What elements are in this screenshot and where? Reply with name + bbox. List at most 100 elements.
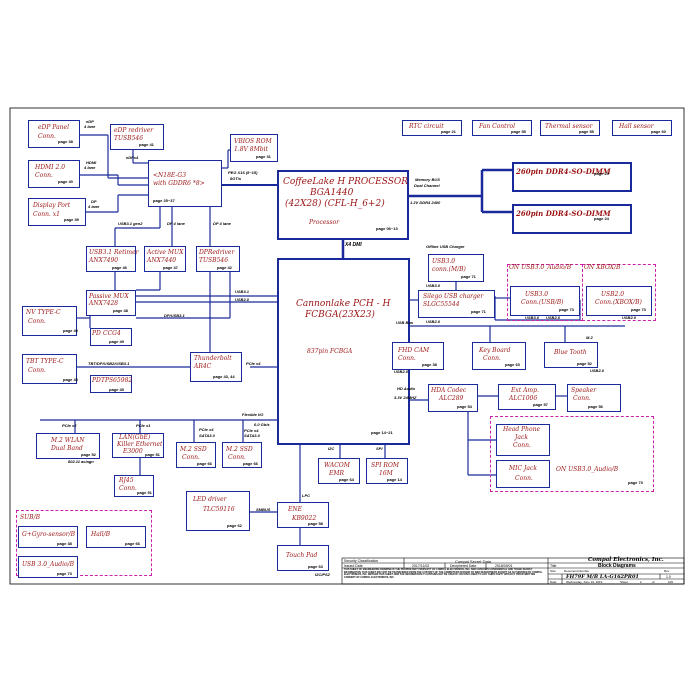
- usb30-audio-b-block: USB 3.0_Audio/B page 73: [18, 556, 78, 578]
- bluetooth-block: Blue Tooth page 52: [544, 342, 598, 368]
- hda-codec-title: HDA Codec: [431, 387, 467, 394]
- lan-sub: Killer Ethernet: [117, 441, 163, 448]
- usb30-conn-page: page 71: [461, 274, 476, 279]
- audio-b-dashed-area-2: [490, 416, 654, 492]
- ene-title: ENE: [288, 506, 303, 513]
- ssd2-sub: Conn.: [228, 454, 246, 461]
- m2-wlan-pcie: PCIe x2: [62, 423, 77, 428]
- ssd1-sub: Conn.: [182, 454, 200, 461]
- dp-conn-sub: Conn. x1: [33, 211, 60, 218]
- hdmi-conn-block: HDMI 2.0 Conn. page 40: [28, 160, 80, 188]
- key-board-block: Key Board Conn. page 63: [472, 342, 526, 370]
- ssd2-pcie: PCIe x4: [244, 428, 259, 433]
- headphone-sub2: Conn.: [513, 442, 531, 449]
- on-xbox-b-label: ON XBOX/B: [584, 264, 621, 271]
- thermal-page: page 55: [579, 129, 594, 134]
- pch-line1: Cannonlake PCH - H: [296, 299, 391, 309]
- tb-size-lbl: Size: [550, 569, 556, 573]
- rtc-title: RTC circuit: [409, 123, 444, 130]
- ccg4-title: CCG4: [103, 330, 121, 337]
- tb-notice: THIS SHEET OF ENGINEERING DRAWING IS THE…: [344, 568, 543, 579]
- usb31-retimer-sub: ANX7490: [89, 257, 119, 264]
- fhd-cam-title: FHD CAM: [398, 347, 430, 354]
- ssd2-page: page 66: [243, 461, 258, 466]
- edp-panel-block: eDP Panel Conn. page 38: [28, 120, 80, 148]
- speaker-sub: Conn.: [573, 395, 591, 402]
- dp-link-b: 4 lane: [88, 204, 100, 209]
- cpu-line1: CoffeeLake H PROCESSOR: [283, 177, 409, 187]
- passive-mux-sub: ANX7428: [89, 300, 119, 307]
- ssd1-page: page 66: [197, 461, 212, 466]
- tb-docnum-lbl: Document Number: [564, 569, 590, 573]
- usb20-tag-d: USB2.0: [394, 369, 409, 374]
- tps65982-block: PD TPS65982 page 45: [90, 375, 132, 393]
- speaker-title: Speaker: [571, 387, 597, 394]
- led-driver-page: page 62: [227, 523, 242, 528]
- usb30-audio-b-title: USB 3.0_Audio/B: [22, 561, 75, 568]
- hall-title: Hall sensor: [619, 123, 654, 130]
- tb-of-val: 106: [668, 580, 674, 584]
- edp-redriver-block: eDP redriver TUSB546 page 41: [110, 124, 164, 150]
- m2-wlan-title: M.2 WLAN: [51, 437, 85, 444]
- tb-deciphered-val: 2018/09/01: [495, 564, 513, 568]
- on-audio-b2-label: ON USB3.0_Audio/B: [556, 466, 619, 473]
- wacom-sub: EMR: [329, 470, 345, 477]
- spi-rom-sub: 16M: [379, 470, 393, 477]
- tb-company: Compal Electronics, Inc.: [588, 557, 664, 563]
- m2-wlan-block: M.2 WLAN Dual Band page 52: [36, 433, 100, 459]
- usb30-conn-title: USB3.0: [432, 258, 456, 265]
- mic-sub: Conn.: [515, 475, 533, 482]
- led-driver-block: LED driver TLC59116 page 62: [186, 491, 250, 531]
- hda-codec-page: page 54: [457, 404, 472, 409]
- edp-panel-title: eDP Panel: [38, 124, 69, 131]
- tb-deciphered: Deciphered Date: [450, 564, 477, 568]
- cpu-line2: BGA1440: [310, 188, 354, 198]
- gpu-block: <N18E-G3 with GDDR6 *8> page 25~37: [148, 160, 222, 207]
- ccg4-page: page 49: [109, 339, 124, 344]
- touchpad-title: Touch Pad: [286, 552, 318, 559]
- pch-line2: FCBGA(23X23): [305, 310, 375, 320]
- usb20-tag-b: USB2.0: [546, 315, 561, 320]
- nv-typec-title: NV TYPE-C: [26, 309, 61, 316]
- usb30-usbb-block: USB3.0 Conn.(USB/B) page 73: [510, 286, 580, 316]
- gpu-title: <N18E-G3: [153, 172, 187, 179]
- smbus-label: SMBUS: [256, 507, 271, 512]
- usb30-usbb-title: USB3.0: [525, 291, 549, 298]
- spi-rom-block: SPI ROM 16M page 14: [366, 458, 408, 484]
- dp-conn-page: page 39: [64, 217, 79, 222]
- usb20-tag-c: USB2.0: [622, 315, 637, 320]
- usb30-conn-block: USB3.0 conn.(M/B) page 71: [428, 254, 484, 282]
- nv-typec-sub: Conn.: [28, 318, 46, 325]
- dp-redriver-block: DPRedriver TUSB546 page 42: [196, 246, 240, 272]
- tb-sheet-val: 2: [640, 580, 642, 584]
- lan-page: page 51: [145, 452, 160, 457]
- wacom-block: WACOM EMR page 64: [318, 458, 360, 484]
- usb20-label: USB2.0: [235, 297, 250, 302]
- dp-4lane-a: DP 4 lane: [167, 221, 185, 226]
- silego-block: Silego USB charger SLGC55544 page 71: [418, 290, 495, 318]
- i2c-label: I2C: [328, 446, 335, 451]
- mic-block: MIC Jack Conn.: [496, 460, 550, 488]
- passive-mux-page: page 48: [113, 308, 128, 313]
- silego-title: Silego USB charger: [423, 293, 484, 300]
- hall-block: Hall sensor page 60: [612, 120, 672, 136]
- key-board-page: page 63: [505, 362, 520, 367]
- ene-page: page 58: [308, 521, 323, 526]
- lan-block: LAN(GbE) Killer Ethernet E3000 page 51: [112, 433, 164, 458]
- ssd1-sata: SATA3.0: [199, 433, 215, 438]
- usb31-gen2-label: USB3.1 gen2: [118, 221, 143, 226]
- hall-b-title: Hall/B: [91, 531, 111, 538]
- usb30-tag-a: USB3.0: [426, 283, 441, 288]
- ext-amp-block: Ext Amp. ALC1006 page 57: [498, 384, 556, 410]
- fan-page: page 55: [511, 129, 526, 134]
- peg-label-b: 8GT/s: [230, 176, 242, 181]
- ssd1-title: M.2 SSD: [180, 446, 207, 453]
- spi-rom-title: SPI ROM: [371, 462, 400, 469]
- tb-security: Security Classification: [344, 559, 379, 563]
- sub-b-dashed-area: [16, 510, 152, 576]
- fhd-cam-sub: Conn.: [398, 355, 416, 362]
- i2c-ps2-label: I2C/PS2: [315, 572, 330, 577]
- ccg4-block: PD CCG4 page 49: [90, 328, 132, 346]
- bluetooth-page: page 52: [577, 361, 592, 366]
